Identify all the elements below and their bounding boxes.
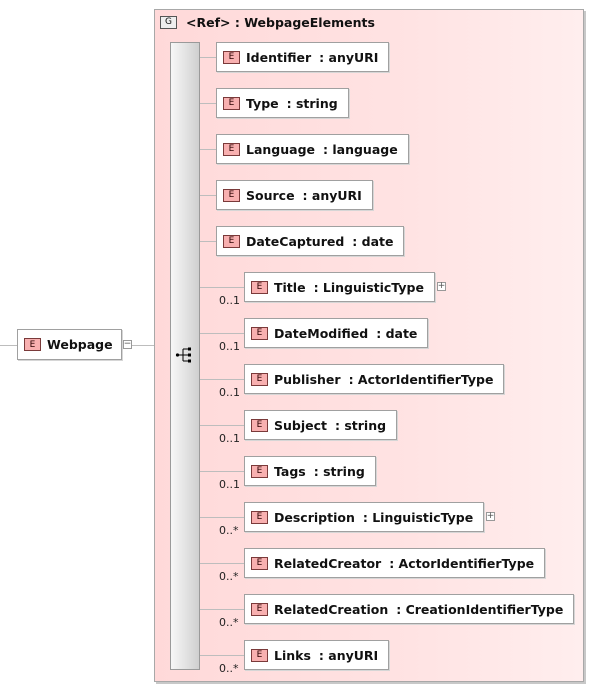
element-type: : LinguisticType	[313, 279, 424, 295]
element-icon: E	[251, 464, 268, 478]
element-name: RelatedCreator	[274, 555, 382, 571]
element-name: Title	[274, 279, 306, 295]
element-type: : anyURI	[302, 187, 362, 203]
element-name: Source	[246, 187, 295, 203]
cardinality-label: 0..*	[219, 616, 239, 629]
element-connector-line	[200, 471, 244, 472]
element-name: Publisher	[274, 371, 341, 387]
element-type: : string	[335, 417, 387, 433]
element-name: RelatedCreation	[274, 601, 389, 617]
element-connector-line	[200, 149, 216, 150]
element-type: : anyURI	[318, 647, 379, 663]
element-connector-line	[200, 517, 244, 518]
element-connector-line	[200, 103, 216, 104]
element-type: : ActorIdentifierType	[348, 371, 494, 387]
element-connector-line	[200, 287, 244, 288]
sequence-icon[interactable]	[175, 346, 195, 364]
element-icon: E	[251, 418, 268, 432]
element-name: DateCaptured	[246, 233, 345, 249]
element-links[interactable]: E Links : anyURI	[244, 640, 390, 670]
sequence-compositor-bar	[170, 42, 200, 670]
element-icon: E	[251, 372, 268, 386]
root-left-stub	[0, 345, 17, 346]
root-element-webpage[interactable]: E Webpage	[17, 329, 122, 360]
cardinality-label: 0..*	[219, 662, 239, 675]
group-header: G <Ref> : WebpageElements	[158, 12, 375, 32]
element-icon: E	[223, 188, 240, 202]
element-type: : LinguisticType	[362, 509, 474, 525]
element-connector-line	[200, 563, 244, 564]
element-icon: E	[24, 338, 41, 351]
element-connector-line	[200, 609, 244, 610]
element-type: : anyURI	[319, 49, 379, 65]
element-name: Description	[274, 509, 355, 525]
cardinality-label: 0..1	[219, 432, 240, 445]
element-tags[interactable]: E Tags : string	[244, 456, 376, 486]
element-type: : CreationIdentifierType	[396, 601, 564, 617]
element-title[interactable]: E Title : LinguisticType	[244, 272, 435, 302]
element-type: : string	[286, 95, 338, 111]
element-identifier[interactable]: E Identifier : anyURI	[216, 42, 390, 72]
element-relatedcreation[interactable]: E RelatedCreation : CreationIdentifierType	[244, 594, 575, 624]
collapse-icon[interactable]: −	[123, 339, 132, 349]
element-publisher[interactable]: E Publisher : ActorIdentifierType	[244, 364, 505, 394]
element-subject[interactable]: E Subject : string	[244, 410, 398, 440]
element-datecaptured[interactable]: E DateCaptured : date	[216, 226, 405, 256]
element-icon: E	[251, 280, 268, 294]
cardinality-label: 0..1	[219, 340, 240, 353]
element-name: Links	[274, 647, 311, 663]
cardinality-label: 0..1	[219, 386, 240, 399]
group-icon: G	[160, 15, 177, 29]
element-connector-line	[200, 655, 244, 656]
element-description[interactable]: E Description : LinguisticType	[244, 502, 485, 532]
element-connector-line	[200, 425, 244, 426]
element-name: Language	[246, 141, 316, 157]
element-type: : string	[313, 463, 365, 479]
element-datemodified[interactable]: E DateModified : date	[244, 318, 429, 348]
element-name: Identifier	[246, 49, 312, 65]
element-connector-line	[200, 379, 244, 380]
element-connector-line	[200, 333, 244, 334]
element-icon: E	[223, 142, 240, 156]
root-element-name: Webpage	[47, 337, 113, 352]
cardinality-label: 0..*	[219, 570, 239, 583]
element-type: : date	[352, 233, 394, 249]
element-connector-line	[200, 195, 216, 196]
element-relatedcreator[interactable]: E RelatedCreator : ActorIdentifierType	[244, 548, 546, 578]
element-icon: E	[223, 234, 240, 248]
element-name: Subject	[274, 417, 327, 433]
element-icon: E	[251, 648, 268, 662]
element-name: Tags	[274, 463, 306, 479]
cardinality-label: 0..1	[219, 478, 240, 491]
root-to-group-connector	[132, 345, 154, 346]
element-icon: E	[251, 510, 268, 524]
element-icon: E	[223, 50, 240, 64]
element-connector-line	[200, 57, 216, 58]
element-type: : ActorIdentifierType	[389, 555, 535, 571]
element-type: : date	[376, 325, 418, 341]
element-type[interactable]: E Type : string	[216, 88, 349, 118]
element-connector-line	[200, 241, 216, 242]
expand-icon[interactable]: +	[437, 281, 446, 291]
element-type: : language	[323, 141, 398, 157]
element-icon: E	[223, 96, 240, 110]
element-icon: E	[251, 602, 268, 616]
element-name: Type	[246, 95, 279, 111]
cardinality-label: 0..*	[219, 524, 239, 537]
cardinality-label: 0..1	[219, 294, 240, 307]
group-label: <Ref> : WebpageElements	[186, 14, 375, 30]
element-icon: E	[251, 556, 268, 570]
expand-icon[interactable]: +	[486, 511, 495, 521]
element-source[interactable]: E Source : anyURI	[216, 180, 373, 210]
element-language[interactable]: E Language : language	[216, 134, 409, 164]
element-icon: E	[251, 326, 268, 340]
element-name: DateModified	[274, 325, 369, 341]
